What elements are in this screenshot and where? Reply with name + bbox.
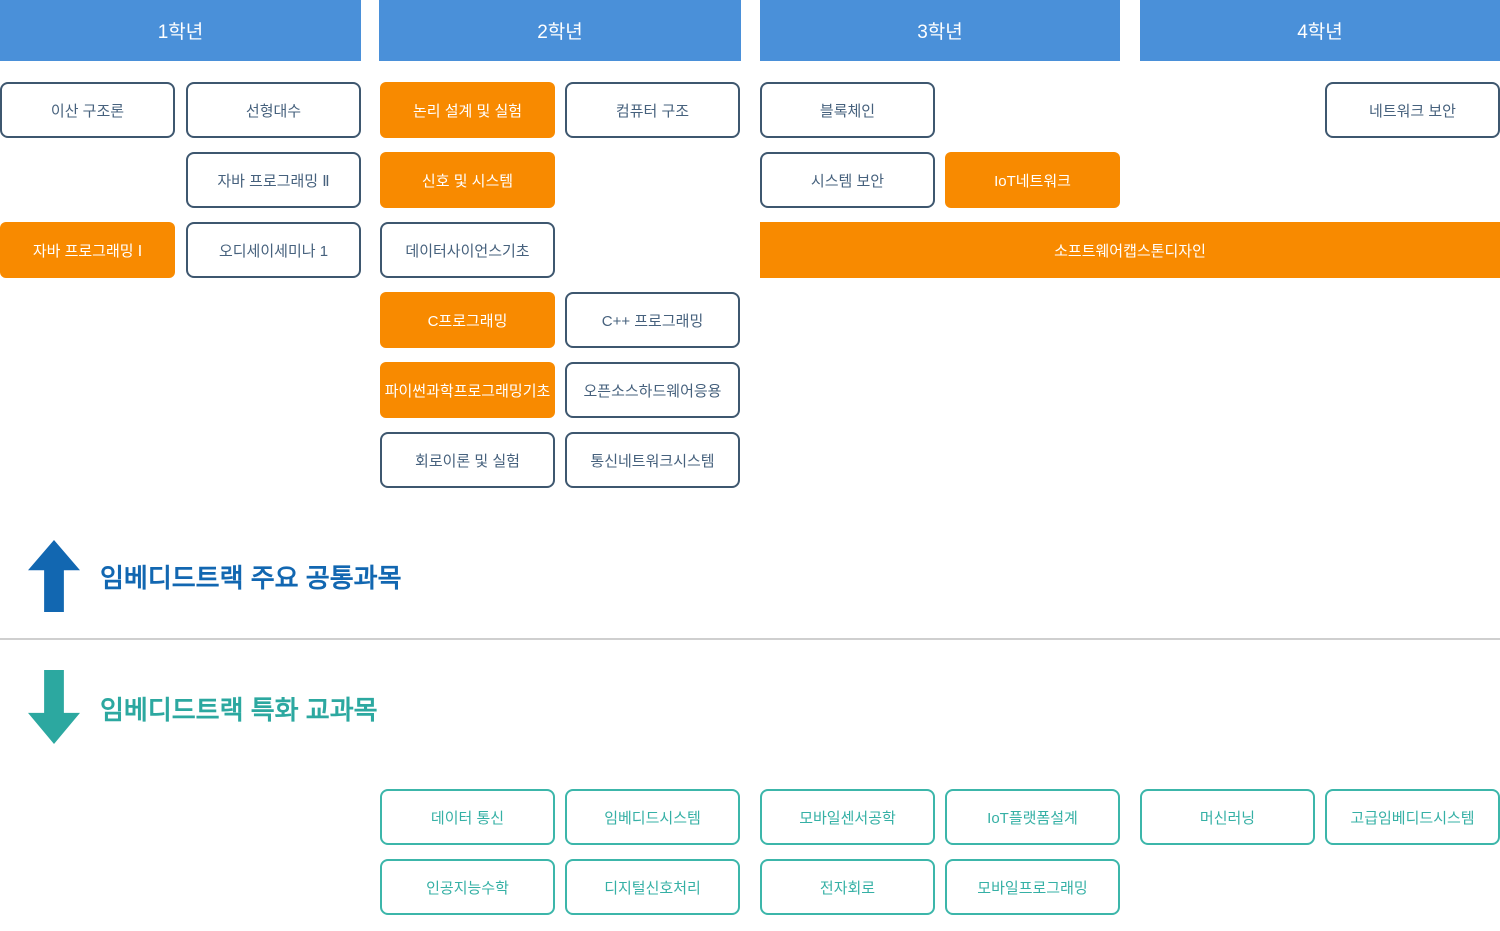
- section-divider: [0, 638, 1500, 640]
- common-course-box: 이산 구조론: [0, 82, 175, 138]
- common-course-box: 파이썬과학프로그래밍기초: [380, 362, 555, 418]
- specialized-course-box: 머신러닝: [1140, 789, 1315, 845]
- up-arrow-icon: [28, 540, 80, 612]
- common-course-box: 선형대수: [186, 82, 361, 138]
- common-course-box: C++ 프로그래밍: [565, 292, 740, 348]
- year-header-1: 1학년: [0, 0, 361, 61]
- specialized-course-box: 데이터 통신: [380, 789, 555, 845]
- common-course-box: 신호 및 시스템: [380, 152, 555, 208]
- common-course-box: C프로그래밍: [380, 292, 555, 348]
- common-course-box: 자바 프로그래밍 Ⅰ: [0, 222, 175, 278]
- specialized-course-box: 전자회로: [760, 859, 935, 915]
- specialized-course-box: 디지털신호처리: [565, 859, 740, 915]
- common-course-box: 네트워크 보안: [1325, 82, 1500, 138]
- common-course-box: 컴퓨터 구조: [565, 82, 740, 138]
- specialized-course-box: 인공지능수학: [380, 859, 555, 915]
- common-course-box: 시스템 보안: [760, 152, 935, 208]
- specialized-course-box: IoT플랫폼설계: [945, 789, 1120, 845]
- common-course-box: 자바 프로그래밍 Ⅱ: [186, 152, 361, 208]
- specialized-course-box: 모바일센서공학: [760, 789, 935, 845]
- common-course-box: 통신네트워크시스템: [565, 432, 740, 488]
- legend-specialized-label: 임베디드트랙 특화 교과목: [100, 695, 378, 725]
- year-header-2: 2학년: [379, 0, 741, 61]
- legend-common-label: 임베디드트랙 주요 공통과목: [100, 563, 402, 593]
- down-arrow-icon: [28, 670, 80, 744]
- common-course-box: 회로이론 및 실험: [380, 432, 555, 488]
- common-course-box: 오픈소스하드웨어응용: [565, 362, 740, 418]
- year-header-4: 4학년: [1140, 0, 1500, 61]
- common-course-box: 오디세이세미나 1: [186, 222, 361, 278]
- capstone-course-box: 소프트웨어캡스톤디자인: [760, 222, 1500, 278]
- specialized-course-box: 임베디드시스템: [565, 789, 740, 845]
- common-course-box: 논리 설계 및 실험: [380, 82, 555, 138]
- specialized-course-box: 고급임베디드시스템: [1325, 789, 1500, 845]
- common-course-box: IoT네트워크: [945, 152, 1120, 208]
- common-course-box: 데이터사이언스기초: [380, 222, 555, 278]
- specialized-course-box: 모바일프로그래밍: [945, 859, 1120, 915]
- common-course-box: 블록체인: [760, 82, 935, 138]
- year-header-3: 3학년: [760, 0, 1120, 61]
